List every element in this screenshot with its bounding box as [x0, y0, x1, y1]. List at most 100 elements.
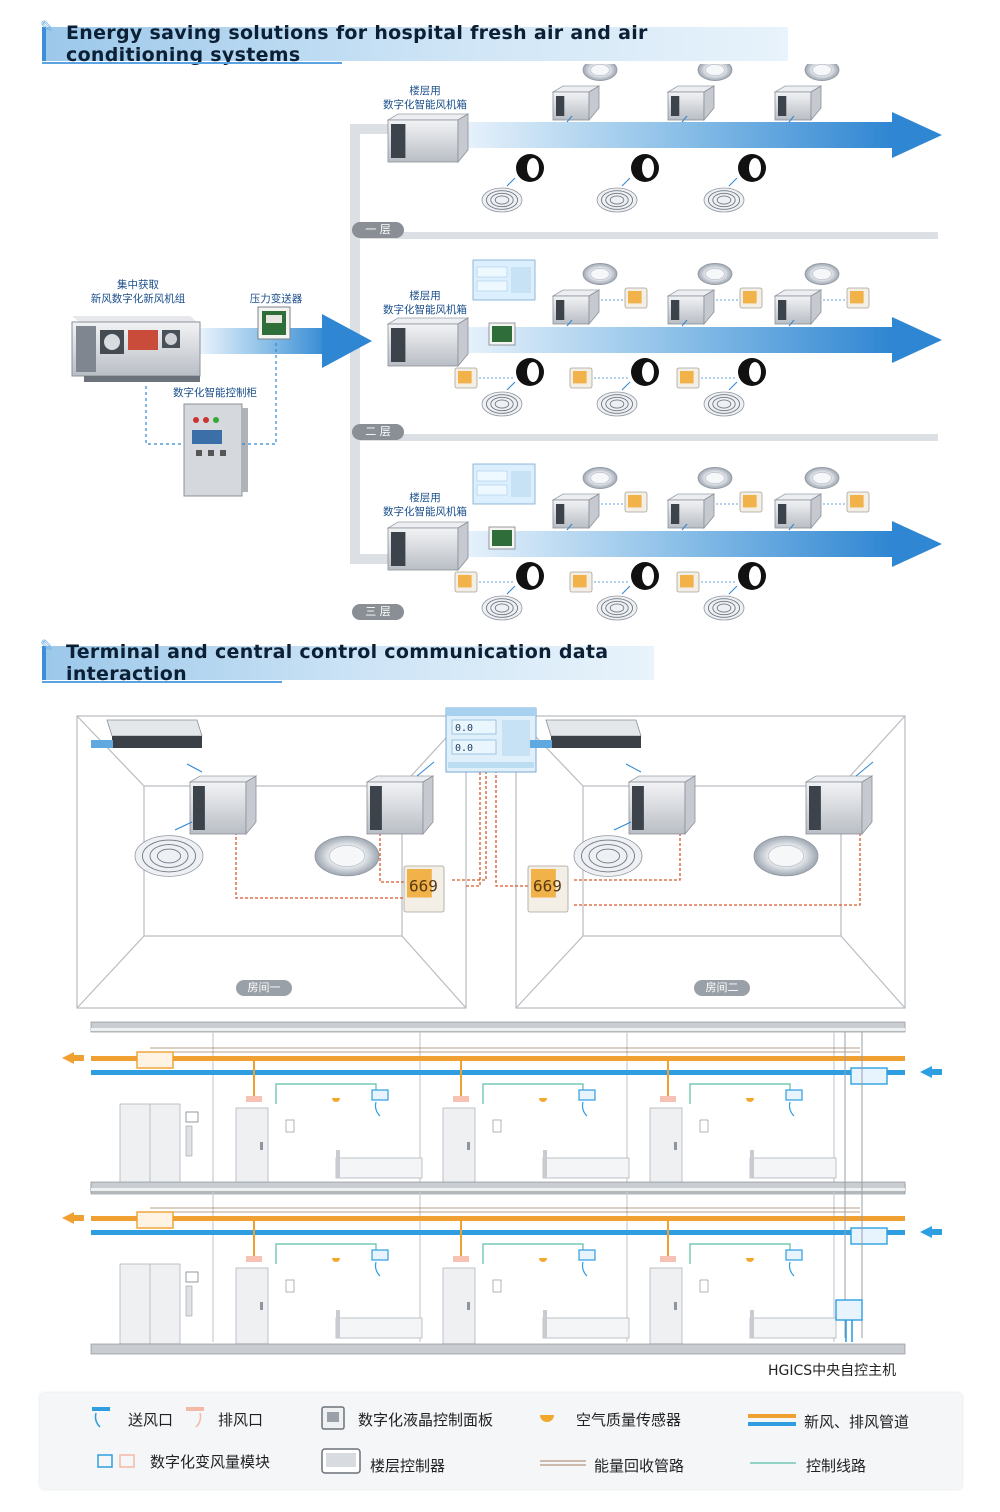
central-unit-label: 集中获取 新风数字化新风机组 [90, 279, 186, 305]
floor3-arrow [460, 521, 942, 567]
door-handle [467, 1302, 470, 1310]
fan-box [551, 85, 601, 122]
airflow-arrow [613, 821, 632, 831]
vav-module [136, 1211, 174, 1229]
fan-box [188, 775, 258, 836]
exhaust-duct [91, 1056, 905, 1061]
section1-underline [42, 62, 342, 64]
airflow-arrow [788, 319, 795, 327]
cabinet-link-right [242, 342, 277, 445]
legend-duct: 新风、排风管道 [804, 1413, 910, 1431]
exhaust-diffuser [703, 391, 745, 417]
ceiling-unit [530, 719, 642, 748]
floor-equipment [386, 64, 870, 621]
legend-lcd-panel: 数字化液晶控制面板 [358, 1411, 494, 1429]
slab [90, 1021, 906, 1033]
control-line [482, 1083, 584, 1104]
panel-value2: 0.0 [455, 743, 473, 754]
air-quality-sensor [569, 571, 593, 593]
trunk-top-branch [350, 124, 390, 134]
section1-banner: ✎ Energy saving solutions for hospital f… [40, 17, 788, 66]
wall-panel [492, 1279, 502, 1293]
ceiling-diffuser [582, 64, 618, 81]
legend-vav-module: 数字化变风量模块 [150, 1453, 271, 1471]
legend: 送风口 排风口 数字化液晶控制面板 空气质量传感器 新风、排风管道 数字化变风量… [40, 1393, 962, 1489]
vav-damper [516, 562, 544, 590]
supply-arrow-tail [932, 1229, 942, 1235]
bed-head [750, 1150, 754, 1178]
airflow-arrow [506, 177, 516, 187]
airflow-arrow [788, 523, 795, 531]
vav-module [850, 1067, 888, 1085]
supply-outlet [785, 1249, 803, 1261]
panel-value1: 0.0 [455, 723, 473, 734]
exhaust-arrow-tail [74, 1055, 84, 1061]
fan-box [773, 493, 823, 530]
airflow-arrow [621, 177, 631, 187]
air-quality-sensor [332, 1258, 340, 1262]
exhaust-arrow [62, 1212, 74, 1224]
legend-energy-recovery: 能量回收管路 [594, 1457, 685, 1475]
ceiling-unit [91, 719, 203, 748]
wall-panel [285, 1279, 295, 1293]
air-quality-sensor [746, 1258, 754, 1262]
room-door [649, 1267, 683, 1345]
vav-module [850, 1227, 888, 1245]
section1-title: Energy saving solutions for hospital fre… [66, 22, 648, 66]
fan-box [365, 775, 435, 836]
floor2-arrow [460, 317, 942, 363]
supply-flow [581, 1261, 588, 1277]
floor1-arrow [460, 112, 942, 158]
legend-floor-controller: 楼层控制器 [370, 1457, 446, 1475]
airflow-arrow [728, 381, 738, 391]
control-line-room1-fan [379, 834, 404, 883]
bed [749, 1317, 837, 1339]
air-quality-sensor [739, 491, 763, 513]
fan-box [666, 493, 716, 530]
supply-flow [788, 1101, 795, 1117]
supply-diffuser [314, 835, 380, 877]
control-line [689, 1083, 791, 1104]
supply-duct [91, 1230, 905, 1235]
airflow-arrow [728, 585, 738, 595]
air-quality-sensor [539, 1258, 547, 1262]
air-quality-sensor-icon [540, 1415, 554, 1422]
duct-icon [748, 1414, 796, 1426]
floor-controller-icon [321, 1448, 361, 1474]
exhaust-diffuser [703, 187, 745, 213]
airflow-arrow [566, 523, 573, 531]
slab [90, 1181, 906, 1193]
room1-label: 房间一 [236, 980, 292, 996]
ceiling-diffuser [804, 64, 840, 81]
door-handle [260, 1302, 263, 1310]
supply-flow [581, 1101, 588, 1117]
fan-box [773, 85, 823, 122]
storey-1 [62, 1021, 942, 1195]
slab-edge [91, 1188, 905, 1191]
fan-box [666, 289, 716, 326]
floor-3-equipment [386, 463, 870, 621]
air-quality-sensor [454, 367, 478, 389]
supply-flow [374, 1101, 381, 1117]
sensor-value: 669 [533, 876, 562, 895]
floor3-label: 三 层 [352, 604, 404, 620]
exhaust-diffuser [481, 187, 523, 213]
door-handle [674, 1302, 677, 1310]
airflow-arrow [566, 115, 573, 123]
bed-head [336, 1310, 340, 1338]
lcd-control-panel [472, 259, 536, 301]
elevator-buttons [185, 1125, 193, 1157]
bed-head [336, 1150, 340, 1178]
vav-damper [631, 154, 659, 182]
floor-controller [488, 526, 516, 550]
exhaust-diffuser [596, 595, 638, 621]
control-line [689, 1243, 791, 1264]
supply-duct [91, 1070, 905, 1075]
exhaust-diffuser [134, 835, 204, 877]
airflow-arrow [566, 319, 573, 327]
control-line-panel-right [495, 770, 528, 887]
bed [749, 1157, 837, 1179]
door-handle [260, 1142, 263, 1150]
floor2-separator [360, 434, 938, 441]
